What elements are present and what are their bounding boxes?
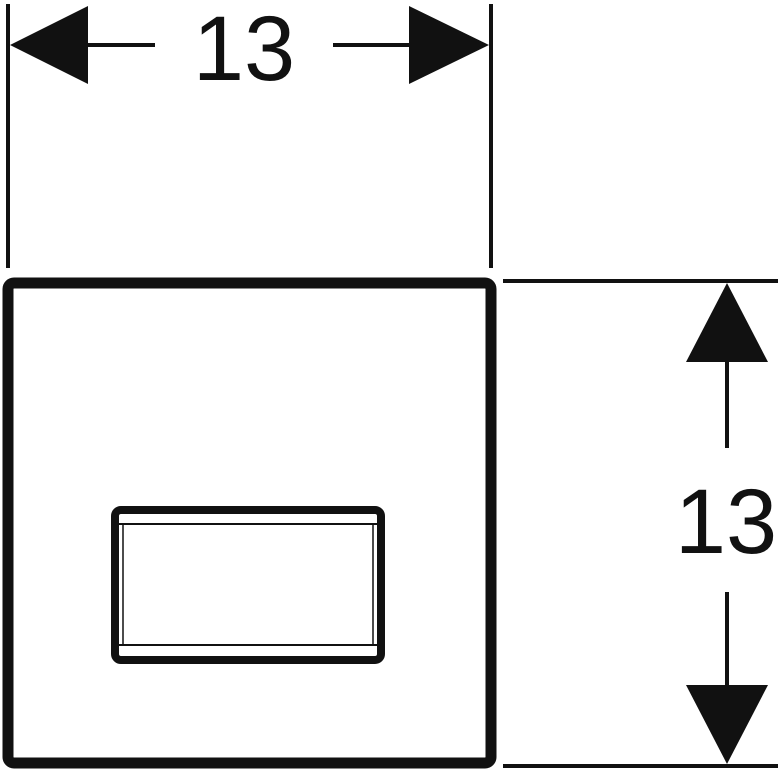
height-dimension: 13 bbox=[503, 279, 778, 768]
height-label: 13 bbox=[675, 471, 777, 573]
outer-plate bbox=[2, 277, 497, 769]
width-dimension: 13 bbox=[6, 0, 493, 268]
inner-button bbox=[111, 506, 385, 664]
width-label: 13 bbox=[193, 0, 295, 100]
arrow-left-icon bbox=[10, 6, 88, 84]
arrow-right-icon bbox=[409, 6, 489, 84]
arrow-down-icon bbox=[686, 685, 768, 764]
arrow-up-icon bbox=[686, 283, 768, 362]
